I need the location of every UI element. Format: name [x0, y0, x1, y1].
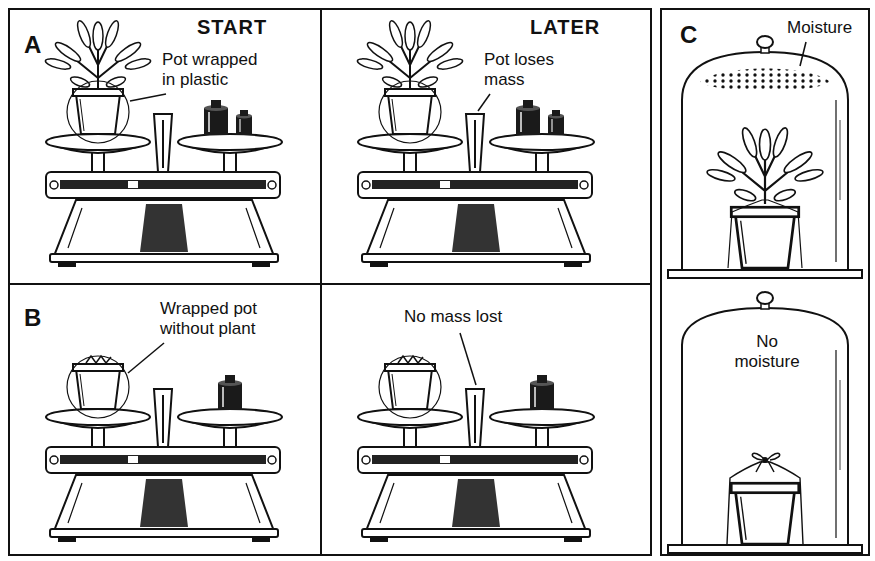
panel-cell: No mass lost: [320, 283, 652, 556]
balance-start-a: [44, 19, 282, 267]
balance-later-b: [530, 375, 554, 410]
balance-later-a: [516, 100, 540, 135]
balance-start-b: [73, 364, 123, 409]
bell-jar-without-plant: [835, 350, 836, 538]
balance-start-b: [218, 375, 242, 410]
panel-letter: A: [22, 32, 43, 58]
bell-jar-without-plant: [840, 380, 841, 470]
stage-heading: LATER: [528, 16, 602, 38]
bell-jar-with-plant: [757, 36, 773, 48]
bell-jar-without-plant: [757, 292, 773, 304]
balance-start-a: [67, 81, 129, 143]
bell-jar-without-plant: [731, 483, 799, 544]
panel-cell: B Wrapped pot without plant: [8, 283, 322, 556]
leader-line: [460, 333, 476, 385]
bell-jar-with-plant: [706, 126, 824, 204]
bell-jar-without-plant: [752, 453, 779, 472]
bell-jar-without-plant: [668, 545, 862, 553]
balance-later-a: [356, 19, 463, 90]
stage-heading: START: [195, 16, 269, 38]
bell-jar-with-plant: [728, 200, 802, 268]
balance-later-b: [385, 364, 435, 409]
callout-label: No mass lost: [402, 307, 504, 327]
panel-letter: C: [678, 22, 699, 48]
balance-start-a: [44, 19, 151, 90]
leader-line: [478, 94, 490, 111]
balance-later-a: [385, 89, 435, 134]
balance-start-b: [46, 343, 282, 542]
moisture-drops: [700, 69, 830, 92]
balance-later-a: [379, 81, 441, 143]
bell-jar-with-plant: [835, 100, 836, 262]
balance-start-a: [46, 114, 282, 267]
balance-start-a: [236, 110, 252, 135]
leader-line: [128, 343, 164, 373]
callout-label: Pot loses mass: [482, 50, 586, 89]
bell-jar-with-plant: [682, 52, 848, 270]
bell-jar-with-plant: [668, 270, 862, 278]
balance-later-b: [358, 389, 594, 542]
balance-start-b: [67, 356, 129, 418]
balance-start-b: [46, 389, 282, 542]
panel-cell: C Moisture No moisture: [660, 8, 870, 556]
callout-label: Moisture: [785, 18, 854, 38]
bell-jar-without-plant: [682, 308, 848, 545]
balance-start-a: [204, 100, 228, 135]
leader-line: [130, 94, 166, 101]
balance-later-b: [358, 333, 594, 542]
panel-cell: A START Pot wrapped in plastic: [8, 8, 322, 285]
balance-later-a: [358, 114, 594, 267]
bell-jar-without-plant: [762, 457, 768, 463]
bell-jar-with-plant: [840, 120, 841, 200]
callout-label: No moisture: [726, 332, 808, 371]
callout-label: Pot wrapped in plastic: [160, 50, 264, 89]
leader-line: [800, 42, 806, 66]
panel-letter: B: [22, 305, 43, 331]
bell-jar-with-plant: [731, 207, 799, 268]
bell-jar-without-plant: [668, 292, 862, 553]
panel-cell: LATER Pot loses mass: [320, 8, 652, 285]
bell-jar-without-plant: [727, 462, 803, 544]
bell-jar-with-plant: [668, 36, 862, 278]
balance-later-a: [356, 19, 594, 267]
balance-later-b: [379, 356, 441, 418]
balance-later-a: [548, 110, 564, 135]
balance-start-a: [73, 89, 123, 134]
callout-label: Wrapped pot without plant: [158, 299, 282, 338]
